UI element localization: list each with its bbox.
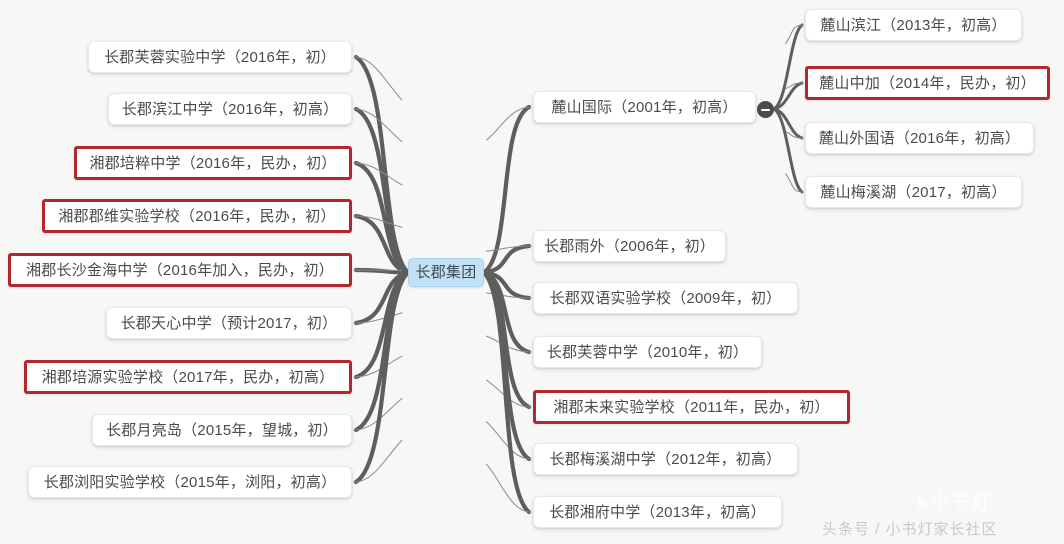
connector-edge [772,107,804,194]
connector-edge [353,160,411,275]
node-label: 长郡天心中学（预计2017，初） [120,314,338,332]
connector-edge [353,355,403,378]
connector-edge [785,131,804,139]
node-left-8[interactable]: 长郡浏阳实验学校（2015年，浏阳，初高） [28,466,352,498]
node-label: 长郡芙蓉中学（2010年，初） [546,343,749,361]
node-right-4[interactable]: 湘郡未来实验学校（2011年，民办，初） [533,390,850,424]
connector-edge [481,270,532,355]
connector-edge [481,104,532,275]
connector-edge [353,270,411,485]
node-label: 长郡月亮岛（2015年，望城，初） [106,421,338,439]
connector-edge [353,439,403,483]
connector-edge [785,24,804,44]
connector-edge [481,243,532,275]
node-far-right-2[interactable]: 麓山外国语（2016年，初高） [805,122,1034,154]
connector-edge [785,82,804,90]
node-label: 湘郡长沙金海中学（2016年加入，民办，初） [26,261,334,279]
node-right-0[interactable]: 麓山国际（2001年，初高） [533,91,756,123]
node-label: 麓山梅溪湖（2017，初高） [820,183,1007,201]
node-label: 长郡梅溪湖中学（2012年，初高） [549,450,782,468]
connector-edge [772,107,804,140]
node-left-3[interactable]: 湘郡郡维实验学校（2016年，民办，初） [42,199,352,233]
connector-edge [353,213,411,275]
node-left-5[interactable]: 长郡天心中学（预计2017，初） [106,307,352,339]
credit-watermark: 头条号 / 小书灯家长社区 [822,521,998,538]
node-label: 湘郡郡维实验学校（2016年，民办，初） [58,207,336,225]
node-label: 湘郡培粹中学（2016年，民办，初） [89,154,337,172]
minus-icon [761,108,770,111]
connector-edge [353,215,403,228]
connector-edge [481,270,532,515]
connector-edge [481,270,532,301]
connector-edge [353,54,411,275]
faint-watermark: 小书灯 [918,487,991,514]
connector-edge [486,335,532,353]
play-triangle-icon [918,497,927,509]
node-label: 湘郡未来实验学校（2011年，民办，初） [553,398,830,416]
node-label: 麓山国际（2001年，初高） [551,98,738,116]
connector-edge [353,267,411,275]
node-left-4[interactable]: 湘郡长沙金海中学（2016年加入，民办，初） [8,253,352,287]
node-label: 麓山中加（2014年，民办，初） [819,74,1036,92]
node-label: 长郡集团 [415,264,477,281]
node-far-right-0[interactable]: 麓山滨江（2013年，初高） [805,9,1022,41]
node-far-right-3[interactable]: 麓山梅溪湖（2017，初高） [805,176,1022,208]
node-left-1[interactable]: 长郡滨江中学（2016年，初高） [108,93,352,125]
node-right-5[interactable]: 长郡梅溪湖中学（2012年，初高） [533,443,798,475]
node-right-3[interactable]: 长郡芙蓉中学（2010年，初） [533,336,762,368]
connector-edge [486,463,532,513]
connector-edge [353,398,403,431]
connector-edge [353,270,411,326]
connector-edge [772,23,804,111]
connector-edge [353,162,403,186]
node-left-6[interactable]: 湘郡培源实验学校（2017年，民办，初高） [24,360,352,394]
connector-edge [486,245,532,252]
connector-edge [353,270,411,433]
node-right-6[interactable]: 长郡湘府中学（2013年，初高） [533,496,782,528]
connector-edge [353,269,403,271]
connector-edge [353,312,403,324]
connector-edge [486,292,532,299]
node-label: 湘郡培源实验学校（2017年，民办，初高） [41,368,335,386]
root-node[interactable]: 长郡集团 [408,258,484,287]
connector-edge [486,379,532,408]
node-left-0[interactable]: 长郡芙蓉实验中学（2016年，初） [88,41,352,73]
connector-edge [486,421,532,460]
connector-edge [353,56,403,101]
node-label: 长郡湘府中学（2013年，初高） [549,503,766,521]
connector-edge [353,270,411,380]
faint-watermark-text: 小书灯 [931,492,992,513]
connector-edge [772,81,804,111]
node-left-2[interactable]: 湘郡培粹中学（2016年，民办，初） [74,146,352,180]
node-label: 长郡滨江中学（2016年，初高） [121,100,339,118]
connector-edge [785,173,804,193]
node-far-right-1[interactable]: 麓山中加（2014年，民办，初） [805,66,1050,100]
node-label: 麓山滨江（2013年，初高） [820,16,1007,34]
node-right-1[interactable]: 长郡雨外（2006年，初） [533,230,726,262]
connector-edge [486,106,532,141]
connector-edge [481,270,532,462]
collapse-toggle-minus-icon[interactable] [757,101,774,118]
connector-edge [481,270,532,410]
node-label: 长郡双语实验学校（2009年，初） [549,289,782,307]
node-right-2[interactable]: 长郡双语实验学校（2009年，初） [533,282,798,314]
connector-edge [353,108,403,143]
node-label: 麓山外国语（2016年，初高） [818,129,1021,147]
connector-edge [353,106,411,275]
node-left-7[interactable]: 长郡月亮岛（2015年，望城，初） [92,414,352,446]
node-label: 长郡芙蓉实验中学（2016年，初） [104,48,336,66]
node-label: 长郡浏阳实验学校（2015年，浏阳，初高） [43,473,337,491]
node-label: 长郡雨外（2006年，初） [544,237,715,255]
